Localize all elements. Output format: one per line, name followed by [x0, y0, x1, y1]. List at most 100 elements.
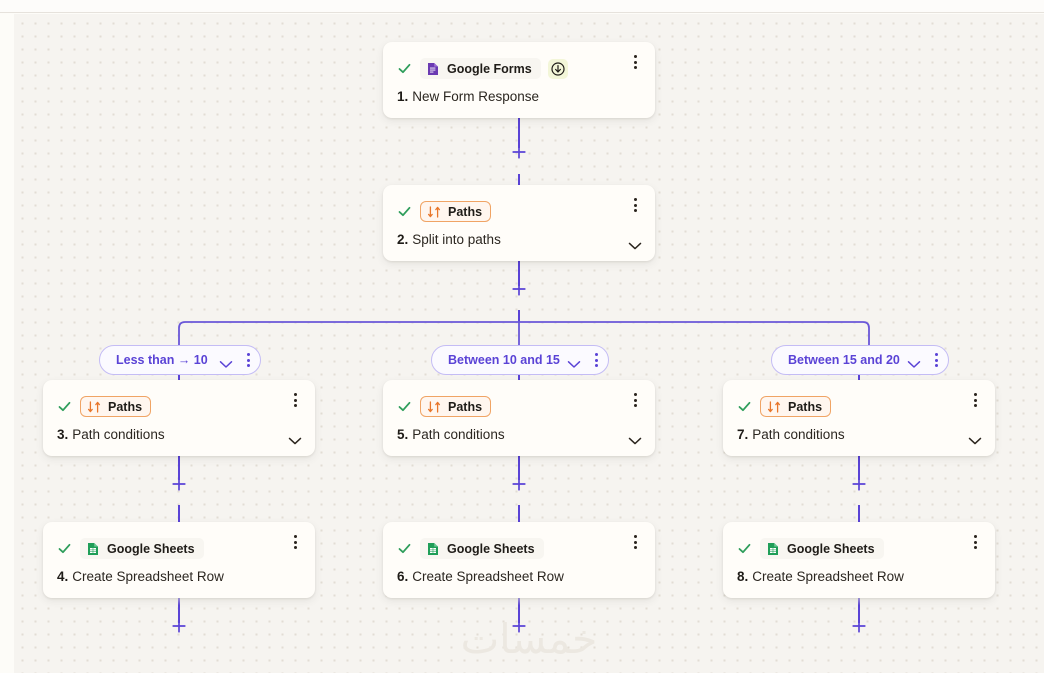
node-header: Paths: [723, 380, 995, 420]
step-number: 8.: [737, 569, 749, 584]
path-condition-pill-b[interactable]: Between 10 and 15: [431, 345, 609, 375]
more-options-icon[interactable]: [590, 352, 602, 368]
app-name: Paths: [788, 399, 823, 414]
workflow-node-1[interactable]: Google Forms 1. New Form Response: [383, 42, 655, 118]
left-gutter: [0, 13, 14, 673]
add-step-button-7[interactable]: [511, 618, 527, 634]
step-title: New Form Response: [412, 89, 540, 104]
path-condition-pill-c[interactable]: Between 15 and 20: [771, 345, 949, 375]
step-title: Create Spreadsheet Row: [752, 569, 904, 584]
google-sheets-icon: [766, 542, 780, 556]
workflow-node-5[interactable]: Paths 5. Path conditions: [383, 380, 655, 456]
path-condition-pill-a[interactable]: Less than → 10: [99, 345, 261, 375]
workflow-node-6[interactable]: Google Sheets 6. Create Spreadsheet Row: [383, 522, 655, 598]
more-options-icon[interactable]: [242, 352, 254, 368]
workflow-node-8[interactable]: Google Sheets 8. Create Spreadsheet Row: [723, 522, 995, 598]
app-chip: Paths: [420, 201, 492, 222]
workflow-node-2[interactable]: Paths 2. Split into paths: [383, 185, 655, 261]
app-chip: Google Forms: [420, 58, 541, 79]
add-step-button-2[interactable]: [511, 281, 527, 297]
app-chip: Paths: [420, 396, 492, 417]
step-number: 6.: [397, 569, 409, 584]
workflow-node-7[interactable]: Paths 7. Path conditions: [723, 380, 995, 456]
app-name: Paths: [448, 399, 483, 414]
node-body: 4. Create Spreadsheet Row: [43, 562, 315, 598]
chevron-down-icon[interactable]: [288, 433, 302, 445]
more-options-icon[interactable]: [628, 197, 642, 213]
top-chrome-strip: [0, 0, 1044, 13]
step-number: 7.: [737, 427, 749, 442]
check-icon: [397, 541, 412, 556]
pill-label: Less than → 10: [116, 353, 208, 367]
step-title: Path conditions: [752, 427, 845, 442]
node-body: 5. Path conditions: [383, 420, 655, 456]
node-body: 2. Split into paths: [383, 225, 655, 261]
chevron-down-icon[interactable]: [968, 433, 982, 445]
chevron-down-icon[interactable]: [567, 356, 581, 368]
node-header: Google Sheets: [43, 522, 315, 562]
node-header: Paths: [383, 185, 655, 225]
more-options-icon[interactable]: [628, 54, 642, 70]
node-header: Paths: [43, 380, 315, 420]
more-options-icon[interactable]: [968, 392, 982, 408]
node-body: 3. Path conditions: [43, 420, 315, 456]
more-options-icon[interactable]: [288, 392, 302, 408]
add-step-button-5[interactable]: [851, 476, 867, 492]
google-sheets-icon: [426, 542, 440, 556]
check-icon: [397, 61, 412, 76]
node-body: 7. Path conditions: [723, 420, 995, 456]
step-number: 3.: [57, 427, 69, 442]
add-step-button-8[interactable]: [851, 618, 867, 634]
node-header: Google Forms: [383, 42, 655, 82]
check-icon: [737, 541, 752, 556]
app-chip: Google Sheets: [760, 538, 884, 559]
google-forms-icon: [426, 62, 440, 76]
trigger-bolt-icon: [547, 58, 568, 79]
app-name: Google Sheets: [447, 541, 535, 556]
step-number: 1.: [397, 89, 409, 104]
step-title: Path conditions: [412, 427, 505, 442]
step-number: 2.: [397, 232, 409, 247]
app-name: Paths: [108, 399, 143, 414]
step-number: 5.: [397, 427, 409, 442]
step-title: Create Spreadsheet Row: [412, 569, 564, 584]
node-body: 6. Create Spreadsheet Row: [383, 562, 655, 598]
check-icon: [57, 399, 72, 414]
more-options-icon[interactable]: [628, 534, 642, 550]
workflow-node-4[interactable]: Google Sheets 4. Create Spreadsheet Row: [43, 522, 315, 598]
check-icon: [57, 541, 72, 556]
paths-branch-icon: [427, 400, 441, 414]
add-step-button-4[interactable]: [511, 476, 527, 492]
more-options-icon[interactable]: [288, 534, 302, 550]
chevron-down-icon[interactable]: [907, 356, 921, 368]
chevron-down-icon[interactable]: [628, 433, 642, 445]
pill-label: Between 10 and 15: [448, 353, 560, 367]
paths-branch-icon: [767, 400, 781, 414]
chevron-down-icon[interactable]: [219, 356, 233, 368]
check-icon: [397, 204, 412, 219]
more-options-icon[interactable]: [930, 352, 942, 368]
google-sheets-icon: [86, 542, 100, 556]
node-header: Google Sheets: [383, 522, 655, 562]
check-icon: [737, 399, 752, 414]
node-body: 8. Create Spreadsheet Row: [723, 562, 995, 598]
app-chip: Paths: [760, 396, 832, 417]
app-name: Google Sheets: [107, 541, 195, 556]
node-header: Paths: [383, 380, 655, 420]
node-body: 1. New Form Response: [383, 82, 655, 118]
workflow-canvas[interactable]: خمسات: [14, 14, 1044, 673]
chevron-down-icon[interactable]: [628, 238, 642, 250]
step-title: Create Spreadsheet Row: [72, 569, 224, 584]
add-step-button-3[interactable]: [171, 476, 187, 492]
workflow-node-3[interactable]: Paths 3. Path conditions: [43, 380, 315, 456]
add-step-button-1[interactable]: [511, 144, 527, 160]
more-options-icon[interactable]: [968, 534, 982, 550]
add-step-button-6[interactable]: [171, 618, 187, 634]
more-options-icon[interactable]: [628, 392, 642, 408]
paths-branch-icon: [427, 205, 441, 219]
node-header: Google Sheets: [723, 522, 995, 562]
watermark-text: خمسات: [460, 615, 598, 663]
app-chip: Google Sheets: [420, 538, 544, 559]
pill-label: Between 15 and 20: [788, 353, 900, 367]
